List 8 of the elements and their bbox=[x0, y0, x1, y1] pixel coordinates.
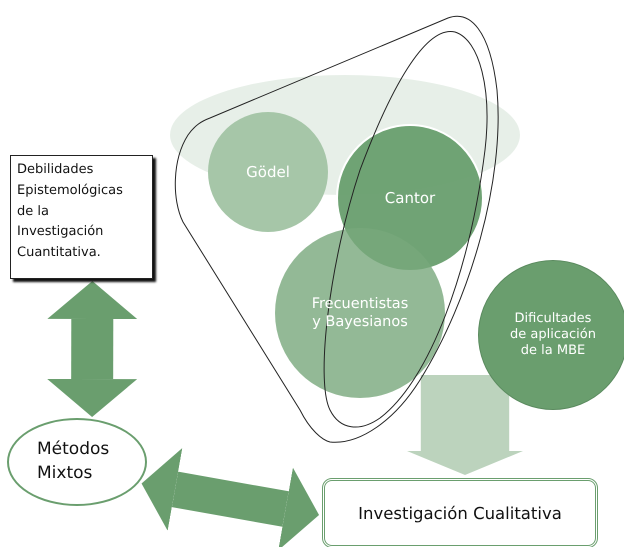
text-box bbox=[10, 155, 153, 279]
node-label: Gödel bbox=[246, 162, 290, 182]
node-label: Dificultades de aplicación de la MBE bbox=[509, 310, 597, 360]
node-label: Debilidades Epistemológicas de la Investigación Cuantitativa. bbox=[17, 161, 123, 262]
node-label: Métodos Mixtos bbox=[37, 438, 110, 485]
node-label: Cantor bbox=[384, 188, 436, 208]
node-label: Investigación Cualitativa bbox=[358, 504, 562, 522]
rounded-box bbox=[322, 478, 598, 547]
